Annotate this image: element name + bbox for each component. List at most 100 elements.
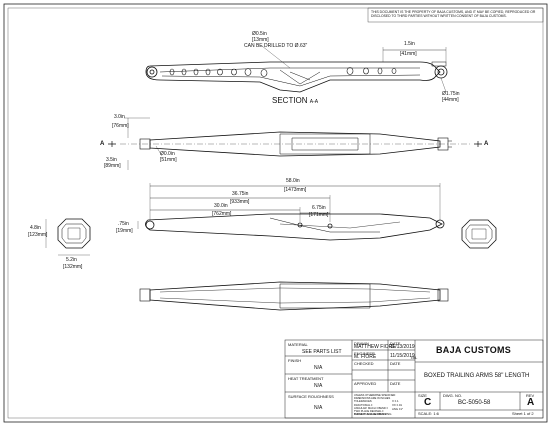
top-dim-right-in: 1.5in (404, 41, 415, 47)
length-view-bushing-left (145, 220, 155, 230)
mid-dim-left-mm: [76mm] (112, 123, 129, 129)
bottom-view-outline (149, 281, 441, 311)
section-label-text: SECTION (272, 96, 308, 105)
tb-tol-x: X ±.1 (392, 399, 399, 403)
end-dim-height-in: 4.8in (30, 225, 41, 231)
title-block (284, 339, 544, 419)
middle-view-right-bushing (437, 137, 449, 151)
end-dim-width-mm: [132mm] (63, 264, 83, 270)
tb-finish-value: N/A (314, 365, 323, 371)
mid-dim-left-in: 3.0in (114, 114, 125, 120)
tb-dwg-value: BC-5050-58 (458, 400, 491, 406)
tb-tol-ang: ANG ±1° (392, 407, 404, 411)
section-arrow-left (108, 141, 116, 147)
tolerance-line: TOLERANCES: (354, 400, 373, 404)
len-dim-end-height-mm: [19mm] (116, 228, 133, 234)
tb-company: BAJA CUSTOMS (436, 345, 512, 355)
section-label: SECTION A-A (272, 97, 318, 105)
len-dim-spacing-in: 6.75in (312, 205, 326, 211)
bottom-view-right-bushing (437, 288, 449, 302)
tb-engineer-date: 11/15/2019 (390, 353, 415, 359)
len-dim-total-mm: [1473mm] (284, 187, 307, 193)
tb-approved-date-label: DATE (390, 381, 401, 386)
top-view-bushing-right (434, 65, 448, 79)
top-dim-hole-mm: [13mm] (252, 37, 269, 43)
end-view-left (45, 218, 91, 256)
tb-no-scale: DO NOT SCALE DRAWING (354, 412, 392, 416)
tb-drawn-value: MATTHEW FIORE (354, 344, 396, 350)
tb-sheet: Sheet 1 of 2 (512, 411, 534, 416)
mid-dim-tube-mm: [51mm] (160, 157, 177, 163)
bottom-view-left-bushing (139, 288, 151, 302)
len-dim-end-height-in: .75in (118, 221, 129, 227)
mid-dim-tube-in: Ø0.0in (160, 151, 175, 157)
tb-scale: SCALE: 1:6 (418, 411, 439, 416)
tb-engineer-label: ENGINEER (354, 351, 375, 356)
tb-rev-label: REV (526, 393, 535, 398)
middle-view-left-bushing (139, 138, 151, 150)
bottom-view-inner-rail-2 (159, 297, 431, 304)
top-view-leader-end (440, 77, 447, 93)
middle-view (108, 117, 482, 170)
sheet-border-outer (3, 3, 548, 423)
tb-approved-label: APPROVED (354, 381, 377, 386)
top-dim-right-mm: [41mm] (400, 51, 417, 57)
tb-material-label: MATERIAL (288, 342, 308, 347)
top-view-inner-rail (159, 67, 420, 73)
section-marker-left: A (100, 141, 105, 147)
tb-material-value: SEE PARTS LIST (302, 349, 342, 355)
tb-rev-value: A (527, 397, 535, 408)
tolerance-line: UNLESS OTHERWISE SPECIFIED: (354, 394, 396, 397)
tb-engineer-value: M. FIORE (354, 354, 377, 360)
tb-checked-label: CHECKED (354, 361, 374, 366)
len-dim-mid-in: 36.75in (232, 191, 249, 197)
top-view-leader-hole (261, 45, 291, 69)
len-dim-mid-mm: [933mm] (230, 199, 250, 205)
end-dim-width-in: 5.2in (66, 257, 77, 263)
tb-surface-label: SURFACE ROUGHNESS (288, 394, 334, 399)
tb-drawn-date-label: DATE (390, 341, 401, 346)
end-dim-height-mm: [123mm] (28, 232, 48, 238)
tb-size-label: SIZE (418, 393, 427, 398)
bottom-view (139, 281, 449, 311)
length-view-mount-hole-2 (327, 223, 333, 229)
tb-heat-label: HEAT TREATMENT (288, 376, 324, 381)
tb-surface-value: N/A (314, 405, 323, 411)
tb-dwg-label: DWG. NO. (443, 393, 463, 398)
tolerance-line: ANGULAR: MACH ± BEND ± (354, 406, 388, 410)
middle-view-center-box (279, 133, 371, 155)
section-label-suffix: A-A (309, 99, 319, 105)
section-marker-right: A (484, 141, 489, 147)
top-view-bushing-right-inner (437, 68, 445, 76)
length-view-mount-hole-1 (297, 222, 303, 228)
top-dim-end-mm: [44mm] (442, 97, 459, 103)
length-view-outline (145, 213, 443, 241)
sheet-border-inner (7, 7, 544, 419)
middle-view-inner-box (291, 137, 359, 151)
tb-title: BOXED TRAILING ARMS 58" LENGTH (424, 373, 530, 379)
length-view-inner-detail (269, 217, 380, 233)
tolerance-line: FRACTIONAL ± (354, 403, 373, 407)
tb-heat-value: N/A (314, 383, 323, 389)
tb-drawn-date: 11/13/2019 (390, 344, 415, 350)
bottom-view-inner-rail (159, 287, 431, 293)
section-arrow-right (474, 141, 482, 147)
top-view-bushing-left-inner (149, 69, 155, 75)
len-dim-spacing-mm: [171mm] (309, 212, 329, 218)
top-dim-end-in: Ø1.75in (442, 91, 460, 97)
top-dim-hole-in: Ø0.5in (252, 31, 267, 37)
bottom-view-box (279, 283, 371, 309)
tb-checked-date-label: DATE (390, 361, 401, 366)
tb-engineer-status: TBL (410, 355, 418, 360)
tb-tolerance-lines: UNLESS OTHERWISE SPECIFIED:DIMENSIONS AR… (354, 394, 396, 417)
tb-drawn-label: DRAWN (354, 341, 369, 346)
len-dim-hole-mm: [762mm] (212, 211, 232, 217)
top-view-bushing-left (146, 66, 158, 78)
top-view-lightening-holes (169, 67, 397, 77)
middle-view-outline (149, 131, 441, 157)
notice-box (367, 7, 544, 23)
tb-size-value: C (424, 397, 432, 408)
length-view-inner-detail-2 (279, 221, 401, 229)
len-dim-hole-in: 30.0in (214, 203, 228, 209)
